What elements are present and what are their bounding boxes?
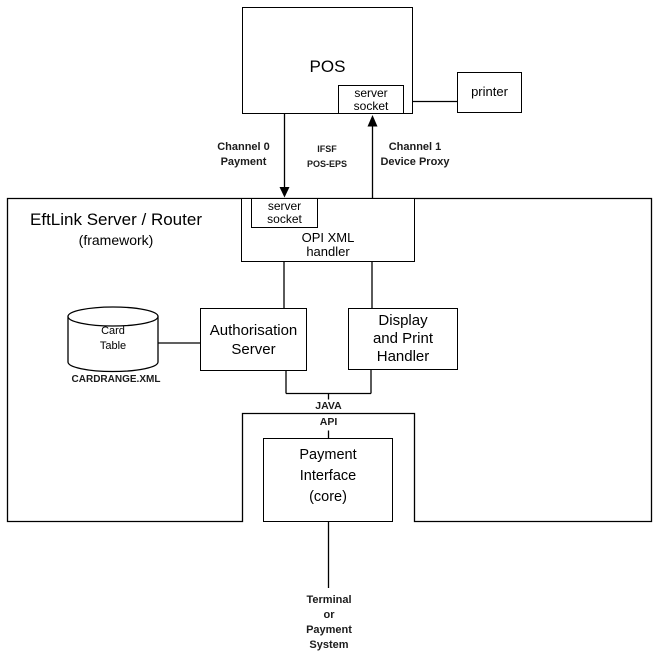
opi-handler-line1: OPI XML: [301, 230, 355, 245]
pos-server-socket-label-line2: socket: [353, 98, 389, 113]
ifsf-line1: IFSF: [317, 144, 337, 154]
eftlink-title: EftLink Server / Router: [30, 210, 202, 229]
payment-interface-line3: (core): [309, 489, 347, 505]
terminal-line1: Terminal: [306, 594, 352, 606]
ifsf-pos-eps-label: IFSF POS-EPS: [297, 142, 357, 171]
card-table-line2: Table: [99, 340, 127, 352]
printer-label: printer: [471, 84, 508, 100]
cardrange-xml-caption: CARDRANGE.XML: [71, 374, 161, 385]
payment-interface-line2: Interface: [299, 468, 357, 484]
channel0-line1: Channel 0: [217, 141, 270, 153]
auth-server-line1: Authorisation: [209, 321, 298, 339]
up-arrowhead-icon: [367, 115, 378, 127]
card-table-line1: Card: [101, 325, 125, 337]
eftlink-server-socket-line2: socket: [267, 212, 302, 226]
terminal-line2: or: [323, 609, 335, 621]
down-arrowhead-icon: [279, 187, 290, 198]
auth-server-line2: Server: [231, 340, 276, 358]
java-label: JAVA: [315, 400, 342, 412]
opi-handler-line2: handler: [306, 244, 350, 259]
display-print-handler-box: Display and Print Handler: [348, 308, 458, 370]
display-handler-line1: Display: [378, 312, 428, 329]
eftlink-server-socket-box: server socket: [251, 198, 318, 228]
api-label: API: [319, 416, 338, 428]
channel0-label: Channel 0 Payment: [203, 140, 284, 170]
eftlink-subtitle: (framework): [78, 232, 154, 248]
opi-xml-handler-label: OPI XML handler: [242, 231, 414, 259]
payment-interface-line1: Payment: [299, 447, 357, 463]
eftlink-framework-outline: [6, 197, 653, 523]
eftlink-title-block: EftLink Server / Router (framework): [14, 209, 218, 249]
terminal-payment-system-label: Terminal or Payment System: [289, 593, 369, 653]
card-table-cylinder-body: [67, 316, 159, 373]
payment-interface-box: Payment Interface (core): [263, 438, 393, 522]
pos-server-socket-label-line1: server: [354, 85, 388, 100]
display-handler-line2: and Print: [372, 330, 434, 347]
pos-label: POS: [309, 57, 346, 76]
channel0-line2: Payment: [220, 156, 267, 168]
authorisation-server-box: Authorisation Server: [200, 308, 307, 371]
ifsf-line2: POS-EPS: [306, 158, 347, 169]
terminal-line3: Payment: [306, 624, 352, 636]
channel1-line2: Device Proxy: [380, 156, 450, 168]
channel1-line1: Channel 1: [388, 141, 442, 153]
printer-box: printer: [457, 72, 522, 113]
channel1-label: Channel 1 Device Proxy: [374, 140, 456, 170]
display-handler-line3: Handler: [376, 348, 430, 365]
card-table-cylinder-top: [67, 306, 159, 327]
eftlink-server-socket-line1: server: [267, 199, 302, 213]
pos-server-socket-box: server socket: [338, 85, 404, 114]
terminal-line4: System: [309, 639, 349, 651]
card-table-label: Card Table: [68, 324, 158, 354]
